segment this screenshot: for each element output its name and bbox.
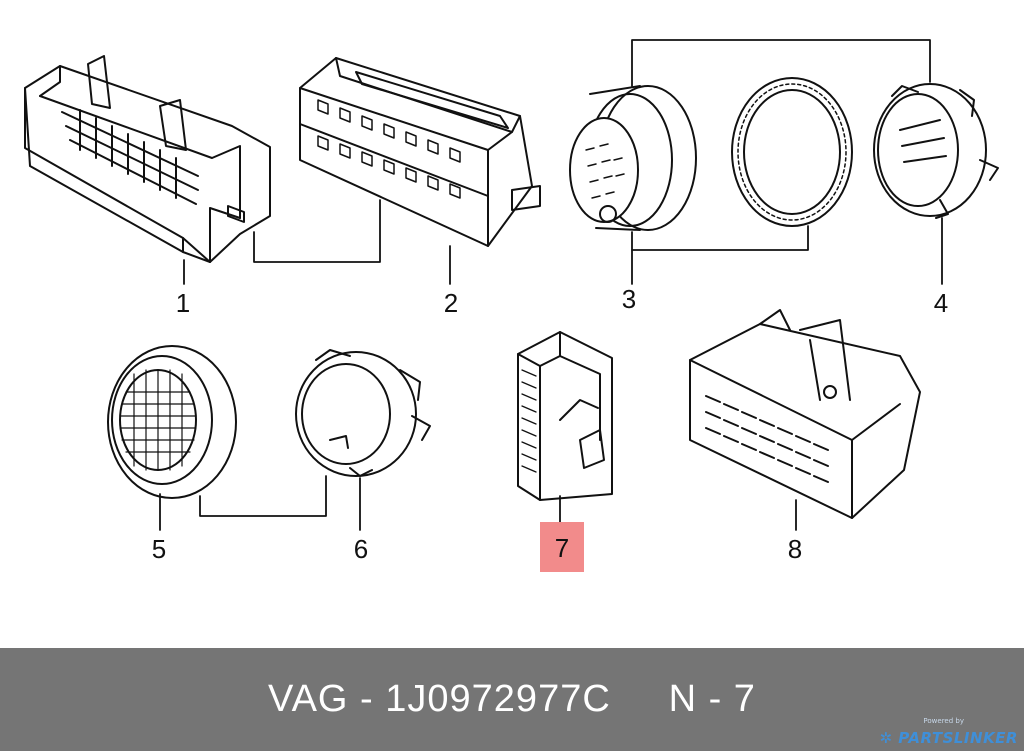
position-label: N - 7 xyxy=(668,678,756,720)
callout-8: 8 xyxy=(787,534,803,564)
leader-lines xyxy=(159,39,943,531)
connector-block-part-2 xyxy=(299,57,541,247)
callout-1: 1 xyxy=(175,288,191,318)
large-connector-part-8 xyxy=(689,309,921,519)
retaining-ring-part-6 xyxy=(295,349,431,477)
grille-ring-part-5 xyxy=(107,345,237,499)
callout-3: 3 xyxy=(621,284,637,314)
watermark-logo: ✲ PARTSLINKER xyxy=(879,729,1018,747)
round-connector-part-3 xyxy=(569,85,697,231)
connector-housing-part-1 xyxy=(24,55,271,263)
title-gap xyxy=(611,678,669,720)
title-separator: - xyxy=(348,678,386,720)
parts-diagram xyxy=(24,39,999,531)
footer-bar: VAG - 1J0972977C N - 7 Powered by ✲ PART… xyxy=(0,648,1024,751)
callout-4: 4 xyxy=(933,288,949,318)
callout-6: 6 xyxy=(353,534,369,564)
callout-7-highlighted: 7 xyxy=(540,522,584,572)
logo-mark-icon: ✲ xyxy=(879,729,899,747)
part-number: 1J0972977C xyxy=(385,678,611,720)
callout-2: 2 xyxy=(443,288,459,318)
watermark-subtext: Powered by xyxy=(923,717,964,725)
callout-5: 5 xyxy=(151,534,167,564)
footer-title: VAG - 1J0972977C N - 7 xyxy=(0,678,1024,721)
watermark-brand: PARTSLINKER xyxy=(898,729,1018,747)
brand-prefix: VAG xyxy=(268,678,349,720)
pin-housing-part-7 xyxy=(517,331,613,501)
seal-ring xyxy=(731,77,853,227)
locking-ring-part-4 xyxy=(873,83,999,219)
